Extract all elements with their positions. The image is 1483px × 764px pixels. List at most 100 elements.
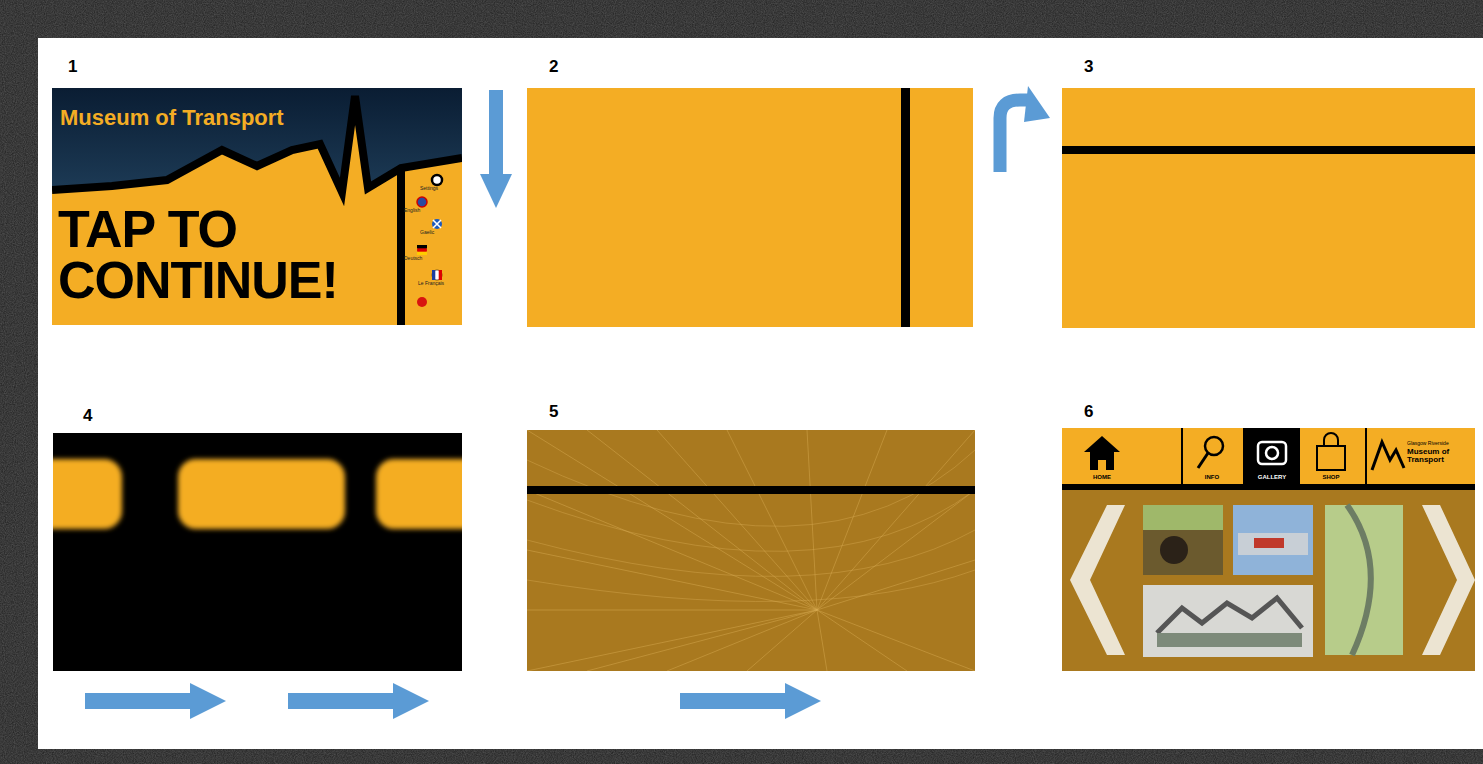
hall-line bbox=[817, 610, 827, 671]
hall-arc bbox=[527, 450, 975, 526]
hall-arc bbox=[527, 490, 975, 551]
hall-line bbox=[817, 610, 975, 671]
storyboard-panel: 1Museum of TransportTAP TO CONTINUE!Sett… bbox=[52, 88, 462, 325]
right-arrow-shaft bbox=[288, 693, 394, 709]
wipe-line bbox=[901, 88, 910, 327]
icon-label: Settings bbox=[420, 186, 460, 192]
photo-detail bbox=[1254, 538, 1284, 548]
logo-text: Glasgow Riverside bbox=[1407, 441, 1473, 447]
home-icon bbox=[1084, 436, 1120, 470]
flag-stripe bbox=[439, 270, 442, 280]
splash-prompt: TAP TO CONTINUE! bbox=[58, 204, 388, 306]
icon-label: English bbox=[404, 208, 444, 214]
hall-line bbox=[587, 610, 817, 671]
panel-art bbox=[1062, 88, 1475, 328]
hall-line bbox=[527, 610, 817, 671]
hall-line bbox=[817, 560, 975, 610]
panel-art bbox=[527, 88, 973, 327]
search-handle bbox=[1198, 453, 1208, 468]
photo-detail bbox=[1238, 533, 1308, 555]
hall-line bbox=[817, 490, 975, 610]
right-arrow-shaft bbox=[680, 693, 786, 709]
wipe-line bbox=[1062, 146, 1475, 154]
down-arrow-head bbox=[480, 174, 512, 208]
active-tab bbox=[1243, 428, 1300, 490]
icon-label: Deutsch bbox=[404, 256, 444, 262]
flag-icon bbox=[417, 297, 427, 307]
photo-detail bbox=[1347, 505, 1371, 655]
icon-label: Gaelic bbox=[420, 230, 460, 236]
panel-art bbox=[1062, 428, 1475, 671]
panel-fill bbox=[52, 88, 462, 325]
sliding-tile bbox=[53, 459, 122, 529]
right-arrow-head bbox=[785, 683, 821, 719]
panel-number: 5 bbox=[549, 402, 579, 422]
flag-icon bbox=[417, 197, 427, 207]
panel-number: 1 bbox=[68, 57, 98, 77]
prev-chevron bbox=[1070, 505, 1125, 655]
next-chevron bbox=[1422, 505, 1475, 655]
flag-stripe bbox=[432, 270, 435, 280]
search-icon bbox=[1205, 437, 1223, 455]
photo-thumb bbox=[1143, 505, 1223, 575]
panel-fill bbox=[527, 430, 975, 671]
sliding-tile bbox=[376, 459, 462, 529]
divider-line bbox=[397, 166, 405, 325]
hall-line bbox=[817, 610, 907, 671]
photo-thumb bbox=[1143, 585, 1313, 657]
storyboard-panel: 5 bbox=[527, 430, 975, 671]
right-arrow-shaft bbox=[85, 693, 191, 709]
right-arrow-head bbox=[393, 683, 429, 719]
photo-thumb bbox=[1325, 505, 1403, 655]
storyboard-panel: 6HOMEINFOGALLERYSHOPGlasgow RiversideMus… bbox=[1062, 428, 1475, 671]
photo-detail bbox=[1143, 505, 1223, 530]
nav-label: SHOP bbox=[1306, 474, 1356, 481]
down-arrow-shaft bbox=[489, 90, 503, 176]
storyboard-panel: 2 bbox=[527, 88, 973, 327]
photo-detail bbox=[1157, 633, 1302, 647]
flag-stripe bbox=[417, 245, 427, 248]
panel-number: 3 bbox=[1084, 57, 1114, 77]
flag-icon bbox=[432, 219, 442, 229]
photo-detail bbox=[1157, 598, 1302, 633]
nav-label: INFO bbox=[1187, 474, 1237, 481]
hall-line bbox=[527, 610, 817, 611]
shop-icon bbox=[1317, 446, 1345, 470]
panel-fill bbox=[1062, 88, 1475, 328]
panel-number: 6 bbox=[1084, 402, 1114, 422]
camera-icon bbox=[1258, 442, 1286, 464]
saltire bbox=[433, 220, 441, 228]
right-arrow-head bbox=[190, 683, 226, 719]
hall-line bbox=[667, 610, 817, 671]
logo-mark bbox=[1372, 442, 1404, 470]
hall-arc bbox=[527, 530, 975, 576]
turn-arrow-head bbox=[1024, 86, 1050, 122]
app-title: Museum of Transport bbox=[60, 105, 360, 130]
nav-separator bbox=[1365, 428, 1367, 484]
panel-fill bbox=[527, 88, 973, 327]
panel-fill bbox=[1062, 428, 1475, 671]
hall-line bbox=[527, 490, 817, 610]
storyboard-panel: 3 bbox=[1062, 88, 1475, 328]
hall-arc bbox=[527, 570, 975, 601]
flag-icon bbox=[432, 270, 442, 280]
panel-art bbox=[53, 433, 462, 671]
hall-line bbox=[527, 430, 817, 610]
nav-label: HOME bbox=[1077, 474, 1127, 481]
logo-text: Museum of Transport bbox=[1407, 448, 1469, 464]
nav-separator bbox=[1181, 428, 1183, 484]
camera-lens bbox=[1266, 447, 1278, 459]
nav-label: GALLERY bbox=[1247, 474, 1297, 481]
storyboard-sheet bbox=[38, 38, 1483, 749]
photo-thumb bbox=[1233, 505, 1313, 575]
settings-icon bbox=[432, 175, 442, 185]
wipe-line bbox=[527, 486, 975, 494]
panel-number: 4 bbox=[83, 406, 113, 426]
hall-line bbox=[587, 430, 817, 610]
panel-number: 2 bbox=[549, 57, 579, 77]
panel-art bbox=[527, 430, 975, 671]
